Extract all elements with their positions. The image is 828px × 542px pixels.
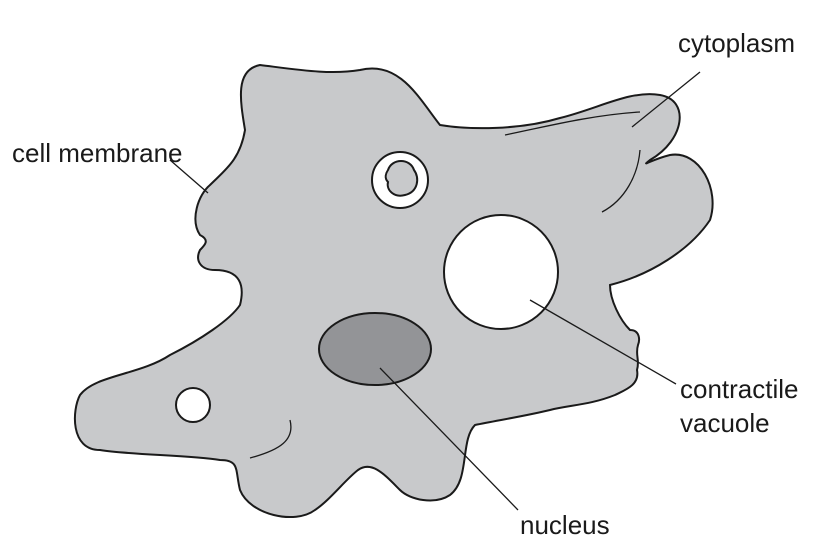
food-particle <box>386 161 418 196</box>
small-vacuole <box>176 388 210 422</box>
label-nucleus: nucleus <box>520 510 610 540</box>
cell-membrane-outline <box>75 65 713 517</box>
contractile-vacuole <box>444 215 558 329</box>
label-contractile-vacuole-line2: vacuole <box>680 408 770 438</box>
label-cell-membrane: cell membrane <box>12 138 183 168</box>
label-contractile-vacuole-line1: contractile <box>680 374 799 404</box>
nucleus <box>319 313 431 385</box>
label-cytoplasm: cytoplasm <box>678 28 795 58</box>
